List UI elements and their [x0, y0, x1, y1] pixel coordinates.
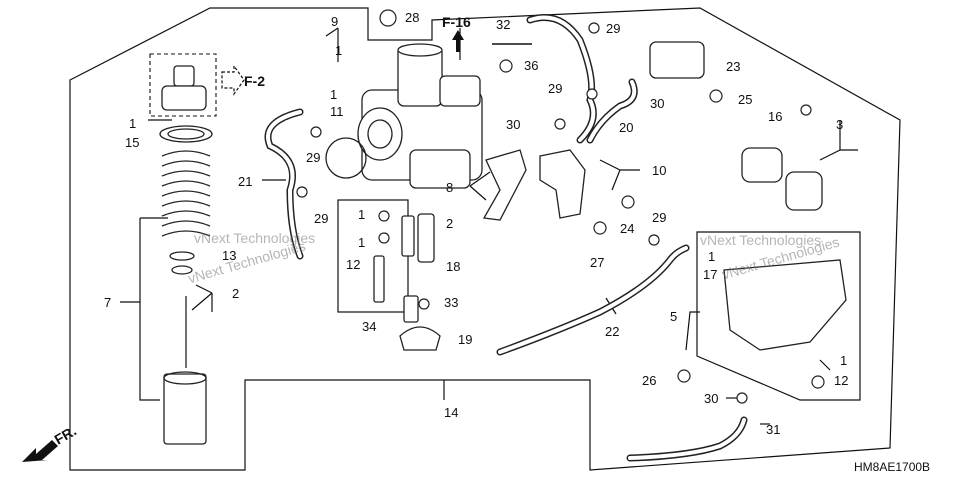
callout-25: 25	[738, 92, 753, 107]
callout-15: 15	[125, 135, 140, 150]
part-3a	[741, 147, 783, 183]
callout-34: 34	[362, 319, 377, 334]
callout-30: 30	[704, 391, 719, 406]
assembly-outline	[69, 7, 901, 471]
callout-30: 30	[506, 117, 521, 132]
callout-28: 28	[405, 10, 420, 25]
callout-18: 18	[446, 259, 461, 274]
callout-32: 32	[496, 17, 511, 32]
bracket-10	[539, 149, 586, 219]
callout-16: 16	[768, 109, 783, 124]
ref-f2: F-2	[244, 73, 265, 89]
callout-19: 19	[458, 332, 473, 347]
watermark-1: vNext Technologies	[194, 230, 316, 246]
callout-1: 1	[330, 87, 338, 102]
link-8	[482, 149, 527, 221]
callout-29: 29	[652, 210, 667, 225]
callout-29: 29	[306, 150, 321, 165]
callout-26: 26	[642, 373, 657, 388]
callout-29: 29	[548, 81, 563, 96]
ref-f16: F-16	[442, 14, 471, 30]
callout-1: 1	[708, 249, 716, 264]
callout-14: 14	[444, 405, 459, 420]
callout-1: 1	[840, 353, 848, 368]
callout-3: 3	[836, 117, 844, 132]
watermark-3: vNext Technologies	[700, 232, 822, 248]
callout-1: 1	[335, 43, 343, 58]
callout-8: 8	[446, 180, 454, 195]
f2-arrow	[221, 64, 245, 96]
callout-33: 33	[444, 295, 459, 310]
callout-12: 12	[346, 257, 361, 272]
callout-20: 20	[619, 120, 634, 135]
callout-36: 36	[524, 58, 539, 73]
callout-22: 22	[605, 324, 620, 339]
callout-11: 11	[330, 104, 344, 119]
float-chamber	[723, 259, 847, 351]
callout-30: 30	[650, 96, 665, 111]
air-cut-valve-23	[649, 41, 705, 79]
callout-24: 24	[620, 221, 635, 236]
callout-9: 9	[331, 14, 339, 29]
callout-23: 23	[726, 59, 741, 74]
callout-1: 1	[358, 207, 366, 222]
float-chamber-box	[696, 231, 861, 401]
jet-group-box	[337, 199, 409, 313]
callout-12: 12	[834, 373, 849, 388]
f16-arrow	[452, 30, 464, 52]
part-3b	[785, 171, 823, 211]
callout-29: 29	[606, 21, 621, 36]
callout-5: 5	[670, 309, 678, 324]
float-19	[399, 326, 441, 351]
callout-1: 1	[358, 235, 366, 250]
callout-1: 1	[129, 116, 137, 131]
callout-17: 17	[703, 267, 718, 282]
callout-31: 31	[766, 422, 781, 437]
callout-2: 2	[232, 286, 240, 301]
callout-13: 13	[222, 248, 237, 263]
callout-29: 29	[314, 211, 329, 226]
callout-27: 27	[590, 255, 605, 270]
callout-10: 10	[652, 163, 667, 178]
callout-7: 7	[104, 295, 112, 310]
callout-2: 2	[446, 216, 454, 231]
front-arrow	[22, 440, 58, 462]
diagram-code: HM8AE1700B	[854, 460, 931, 474]
callout-21: 21	[238, 174, 253, 189]
